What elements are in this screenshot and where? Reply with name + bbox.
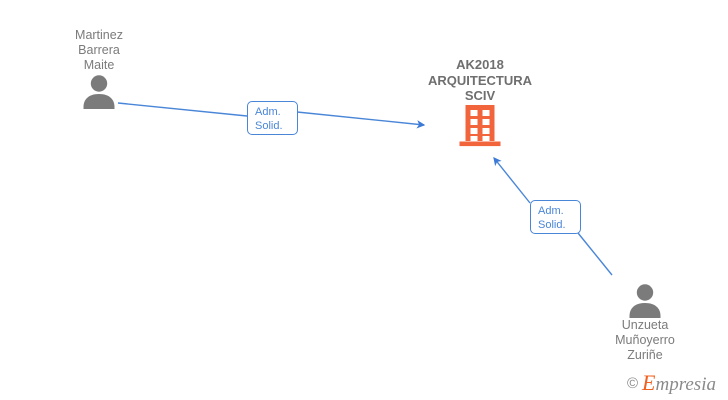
person-node-unzueta-munoyerro-zurine[interactable]: Unzueta Muñoyerro Zuriñe: [584, 282, 706, 363]
company-node-ak2018[interactable]: AK2018 ARQUITECTURA SCIV: [405, 57, 555, 148]
watermark: © Empresia: [626, 370, 716, 395]
person-node-martinez-barrera-maite[interactable]: Martinez Barrera Maite: [38, 28, 160, 109]
edge-label-unzueta-adm-solid[interactable]: Adm. Solid.: [530, 200, 581, 234]
edge-line-unzueta-lower: [577, 232, 613, 276]
person-icon[interactable]: [584, 282, 706, 318]
brand-name: Empresia: [642, 370, 716, 395]
person-icon[interactable]: [38, 73, 160, 109]
edge-label-martinez-adm-solid[interactable]: Adm. Solid.: [247, 101, 298, 135]
person-label-martinez: Martinez Barrera Maite: [75, 28, 123, 72]
building-icon[interactable]: [405, 104, 555, 148]
person-label-unzueta: Unzueta Muñoyerro Zuriñe: [615, 318, 675, 362]
brand-rest: mpresia: [655, 374, 716, 395]
company-label: AK2018 ARQUITECTURA SCIV: [428, 57, 532, 103]
edge-line-unzueta-upper: [493, 157, 531, 204]
copyright-icon: ©: [626, 375, 639, 392]
brand-initial: E: [642, 370, 656, 395]
